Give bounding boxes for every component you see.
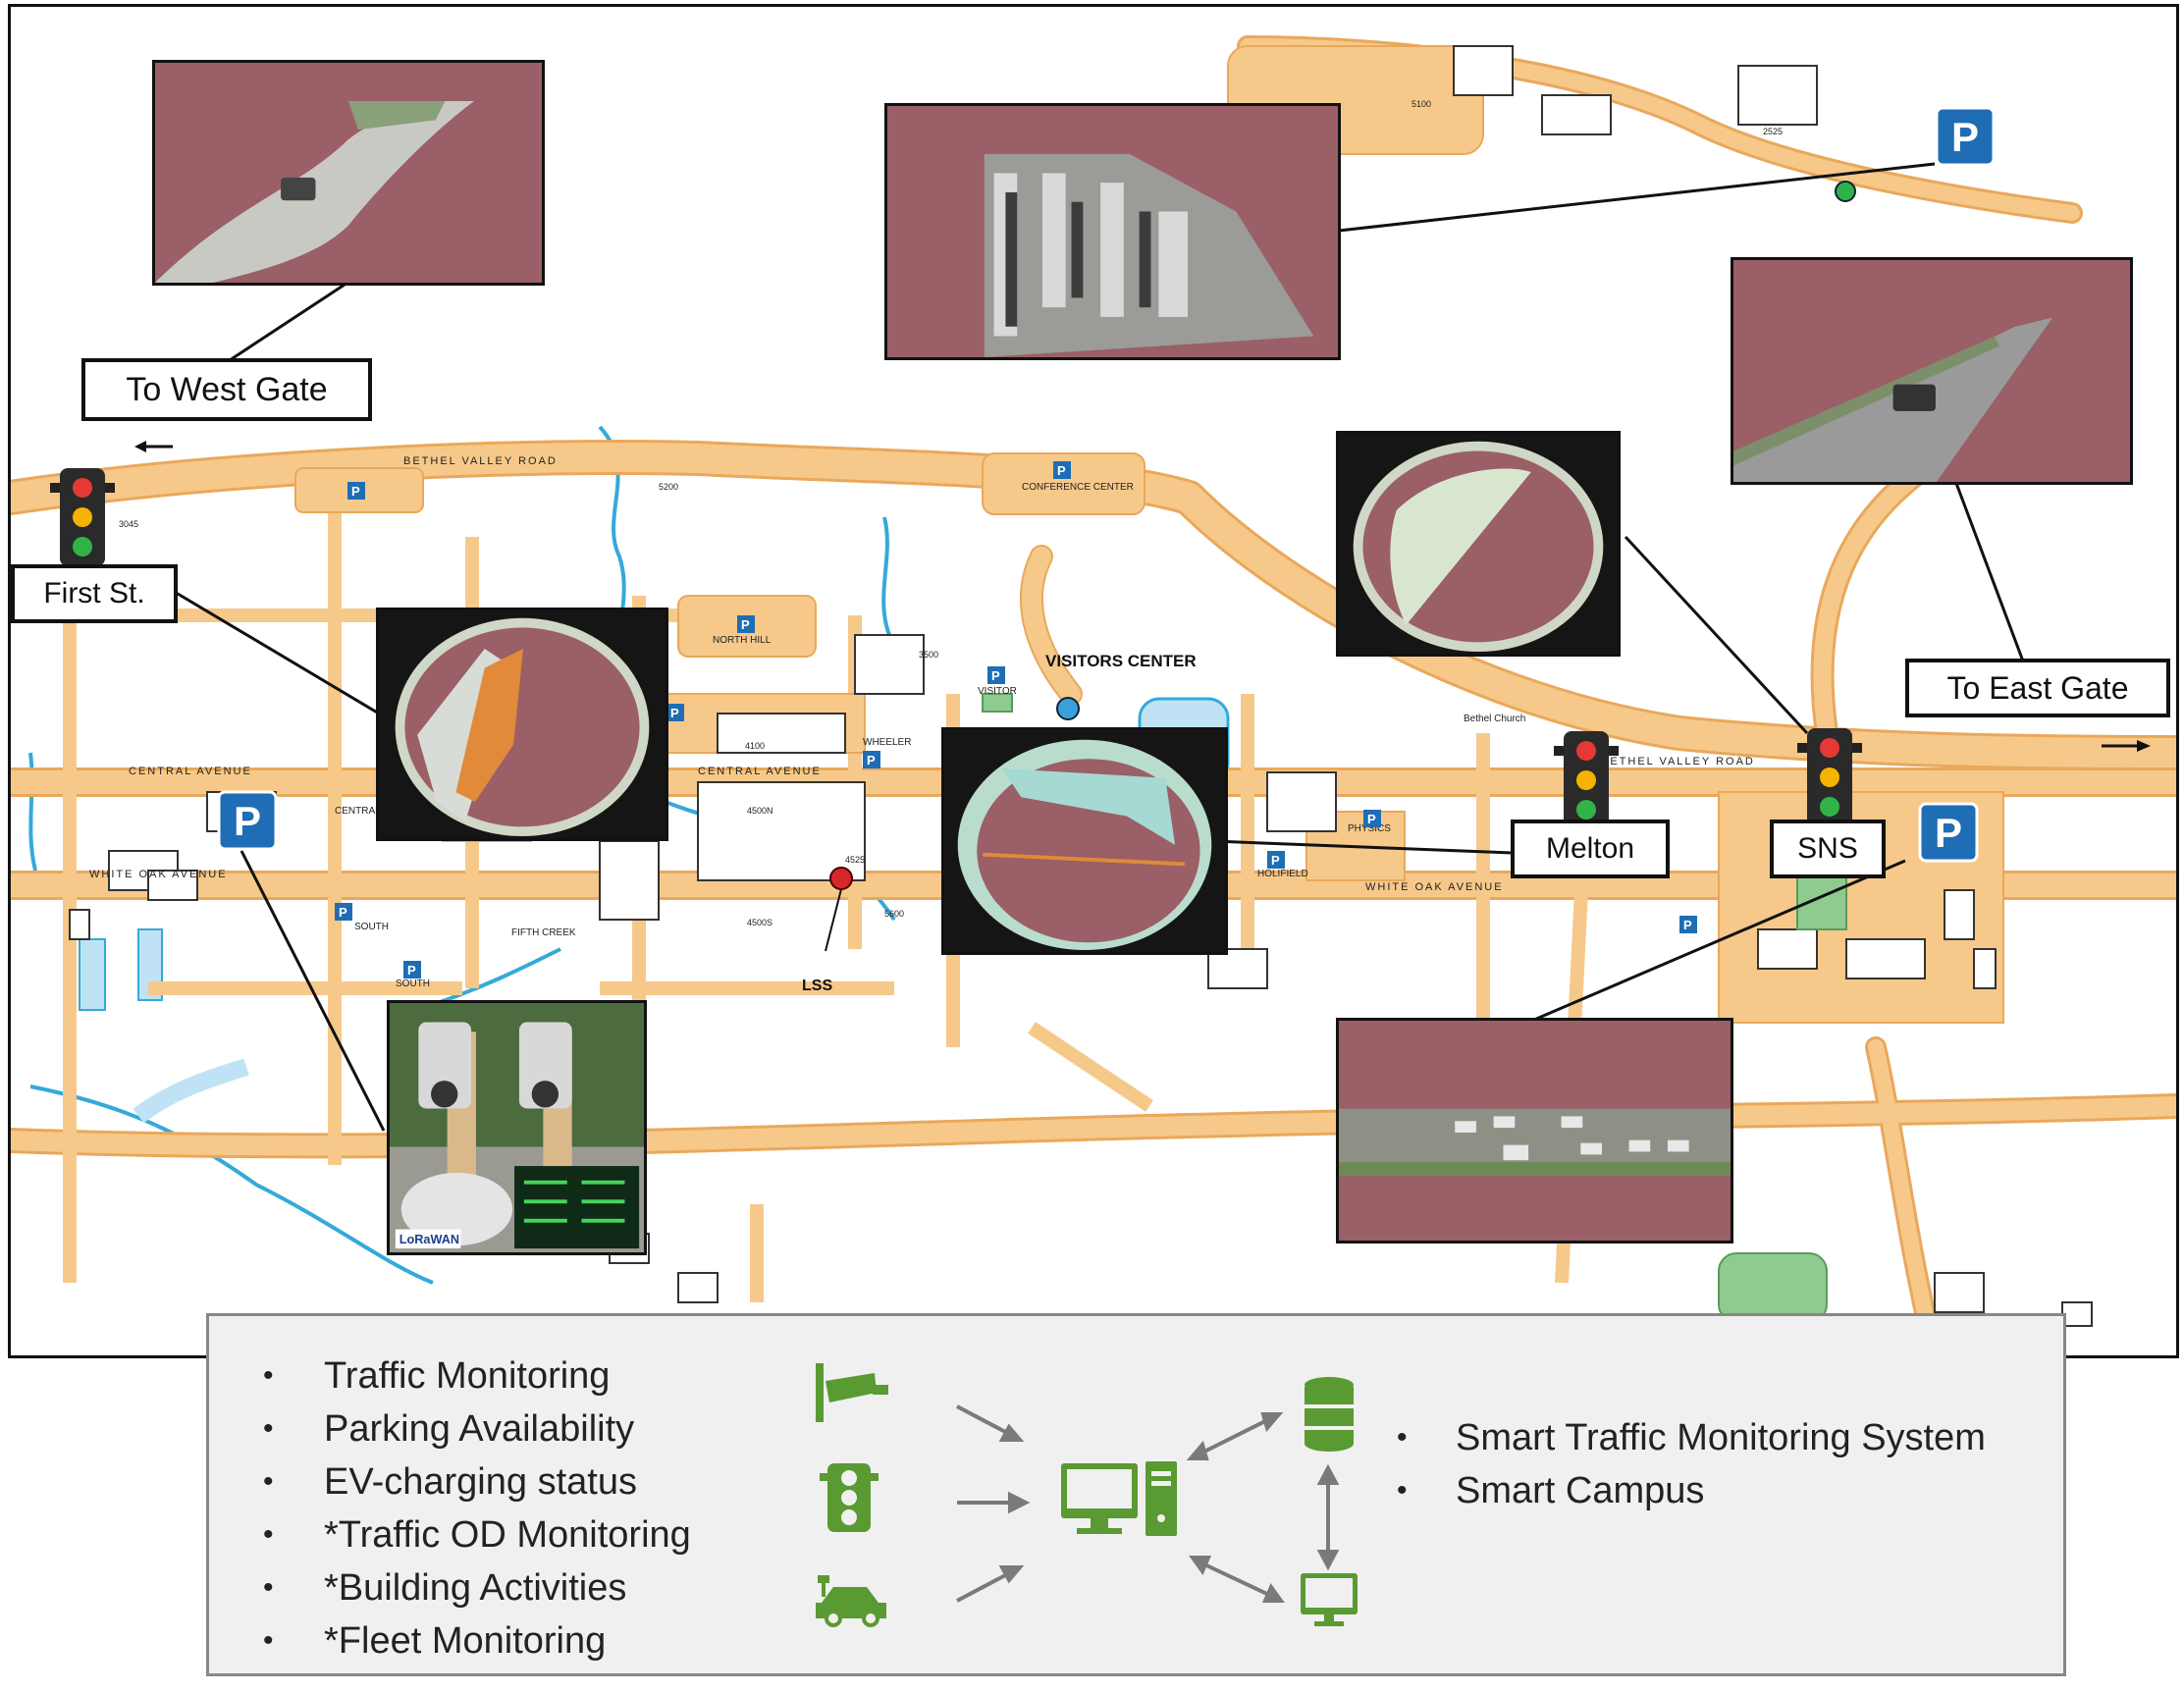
traffic-light-first-st-icon [50,468,115,566]
visitors-center-pin [1056,697,1080,720]
place-holifield: HOLIFIELD [1257,869,1308,879]
svg-text:P: P [1683,918,1692,932]
street-bethel-valley-east: BETHEL VALLEY ROAD [1601,756,1755,767]
monitor-icon [1301,1573,1358,1626]
place-bethel-church: Bethel Church [1464,714,1525,724]
lss-label: LSS [802,978,832,994]
building-label: 5600 [884,909,904,919]
street-white-oak-east: WHITE OAK AVENUE [1365,881,1504,893]
feature-building-activities: *Building Activities [263,1561,691,1614]
east-arrow [2102,740,2151,752]
sns-label: SNS [1770,820,1886,878]
street-white-oak-west: WHITE OAK AVENUE [89,869,228,880]
flow-arrows [956,1404,1340,1603]
feature-parking-availability: Parking Availability [263,1402,691,1455]
camera-fisheye-central [941,727,1228,955]
street-labels: BETHEL VALLEY ROAD CENTRAL AVENUE WHITE … [89,455,1755,893]
first-st-label: First St. [11,564,178,623]
building-label: 5200 [659,482,678,492]
street-central-avenue-west: CENTRAL AVENUE [129,766,252,777]
system-list: Smart Traffic Monitoring System Smart Ca… [1397,1411,1986,1517]
camera-ev-chargers: LoRaWAN [387,1000,647,1255]
parking-sign-icon: P [217,790,278,851]
lss-leader [825,888,842,952]
feature-traffic-od: *Traffic OD Monitoring [263,1508,691,1561]
parking-sign-icon: P [1918,802,1979,863]
street-central-avenue: CENTRAL AVENUE [698,766,822,777]
svg-text:P: P [991,668,1000,683]
system-smart-campus: Smart Campus [1397,1464,1986,1517]
database-icon [1305,1377,1354,1452]
place-physics: PHYSICS [1348,823,1391,834]
feature-traffic-monitoring: Traffic Monitoring [263,1349,691,1402]
east-gate-label: To East Gate [1905,659,2170,717]
place-north-hill: NORTH HILL [713,635,772,646]
leader-lines [172,162,2030,1132]
building-label: 4525 [845,855,865,865]
parking-sign-icon: P [1935,106,1996,167]
traffic-light-sns-icon [1797,728,1862,826]
camera-pin [1835,181,1856,202]
creek-pond [133,1058,249,1124]
camera-parking-lot-north [884,103,1341,360]
place-south: SOUTH [354,922,389,932]
building-label: 2525 [1763,127,1783,136]
svg-text:P: P [741,617,750,632]
data-flow-diagram [816,1363,1358,1627]
feature-ev-charging: EV-charging status [263,1455,691,1508]
place-visitor: VISITOR [978,686,1017,697]
street-bethel-valley-west: BETHEL VALLEY ROAD [403,455,558,467]
svg-text:P: P [1271,853,1280,868]
svg-text:P: P [407,963,416,978]
campus-map: BETHEL VALLEY ROAD CENTRAL AVENUE WHITE … [8,4,2179,1358]
building-label: 4500N [747,806,773,816]
svg-text:P: P [351,484,360,499]
camera-parking-lot-sns [1336,1018,1733,1243]
pond [79,938,106,1011]
feature-fleet-monitoring: *Fleet Monitoring [263,1614,691,1667]
camera-fisheye-north-east [1336,431,1621,657]
svg-text:P: P [1057,463,1066,478]
ev-car-icon [816,1575,886,1627]
camera-east-gate-road [1731,257,2133,485]
svg-text:P: P [867,753,876,767]
traffic-light-icon [820,1463,879,1532]
traffic-light-melton-icon [1554,731,1619,829]
place-fifth-creek: FIFTH CREEK [511,927,576,938]
place-conference-center: CONFERENCE CENTER [1022,482,1134,493]
camera-west-gate-road [152,60,545,286]
svg-text:P: P [1951,114,1979,160]
lss-pin [829,867,853,890]
place-central: CENTRAL [335,806,381,817]
svg-text:P: P [1367,812,1376,826]
svg-text:P: P [234,798,261,844]
lorawan-logo: LoRaWAN [400,1233,459,1246]
svg-text:P: P [339,905,347,920]
legend-panel: Traffic Monitoring Parking Availability … [206,1313,2066,1676]
campus-road-map: BETHEL VALLEY ROAD CENTRAL AVENUE WHITE … [11,35,2176,1355]
building-numbers: 4500N 4500S 3500 5200 5600 4100 4525 510… [119,99,1783,927]
system-smart-traffic: Smart Traffic Monitoring System [1397,1411,1986,1464]
place-labels: CONFERENCE CENTER NORTH HILL VISITOR WHE… [335,482,1525,989]
building-label: 5100 [1412,99,1431,109]
place-wheeler: WHEELER [863,737,911,748]
svg-text:P: P [670,706,679,720]
small-parking-markers: P P P P P P P P P P P [335,461,1697,979]
visitors-center-label: VISITORS CENTER [1045,652,1197,670]
feature-list: Traffic Monitoring Parking Availability … [263,1349,691,1667]
svg-text:P: P [1935,810,1962,856]
building-label: 3500 [919,650,938,660]
camera-fisheye-first-st [376,608,668,841]
building-label: 4100 [745,741,765,751]
workstation-icon [1061,1461,1177,1536]
building-label: 3045 [119,519,138,529]
west-arrow [134,441,173,452]
place-south-2: SOUTH [396,979,430,989]
camera-icon [816,1363,888,1422]
west-gate-label: To West Gate [81,358,372,421]
melton-label: Melton [1511,820,1670,878]
building-label: 4500S [747,918,772,927]
